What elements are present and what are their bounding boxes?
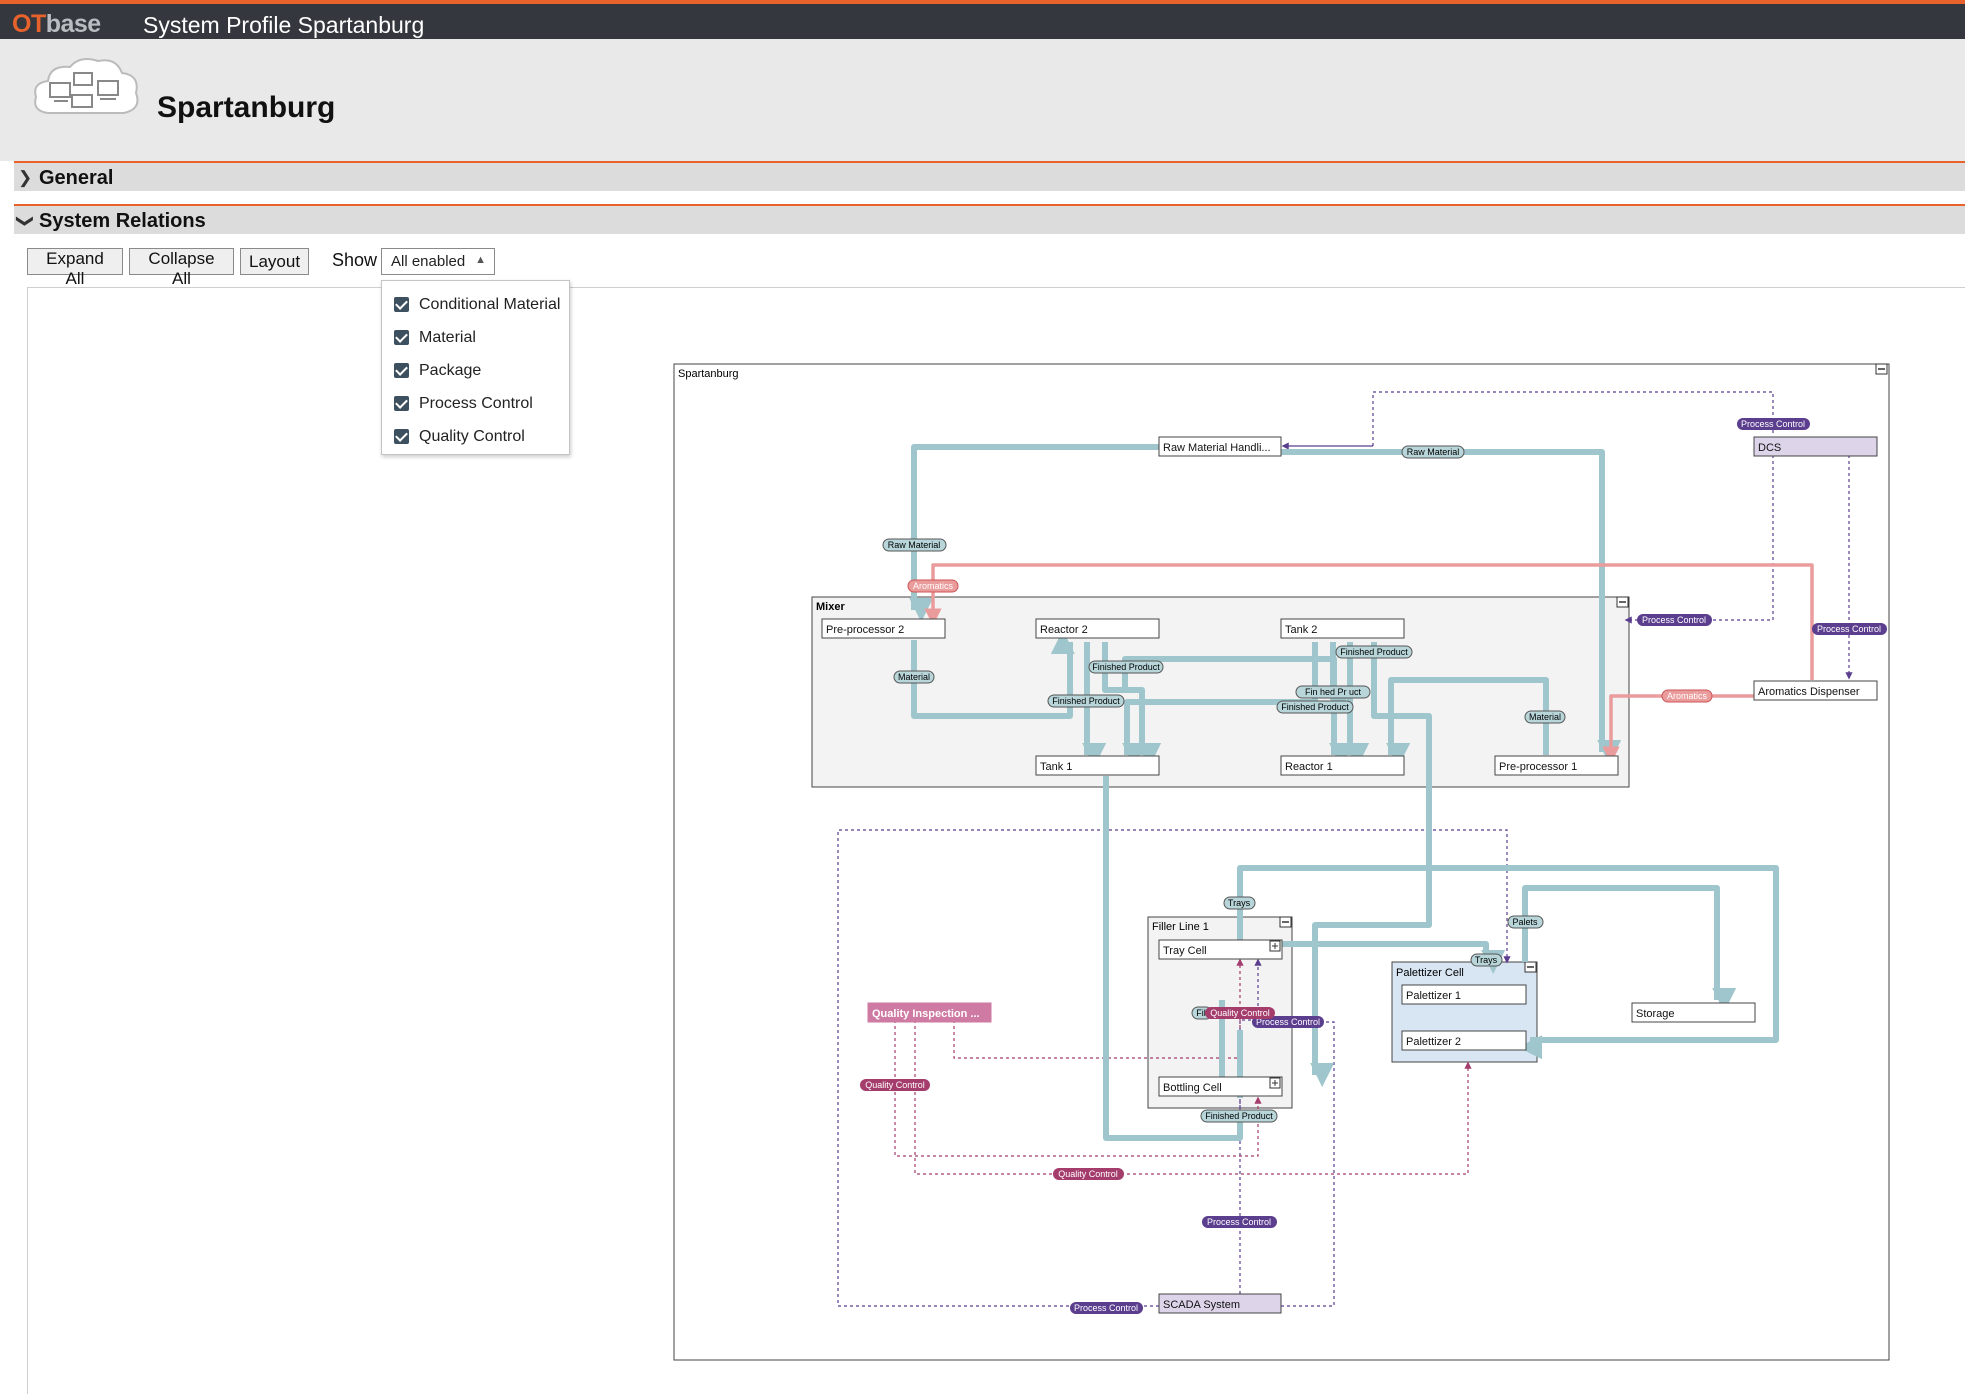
edge-label-aromatics: Aromatics [1667, 691, 1708, 701]
expand-icon[interactable] [1270, 1078, 1280, 1088]
root-container[interactable] [674, 364, 1889, 1360]
node-label: Quality Inspection ... [872, 1008, 980, 1020]
edge-label-finished-product: Fin hed Pr uct [1305, 687, 1362, 697]
edge-label-finished-product: Finished Product [1205, 1111, 1273, 1121]
node-label: Pre-processor 2 [826, 624, 904, 636]
node-label: SCADA System [1163, 1299, 1240, 1311]
edge-label-palets: Palets [1512, 917, 1538, 927]
checkbox-checked-icon[interactable] [394, 297, 409, 312]
node-label: Reactor 2 [1040, 624, 1088, 636]
expand-icon[interactable] [1270, 941, 1280, 951]
edge-label-quality-control: Quality Control [1058, 1169, 1118, 1179]
edge-label-aromatics: Aromatics [913, 581, 954, 591]
node-label: Aromatics Dispenser [1758, 686, 1860, 698]
collapse-icon[interactable] [1525, 962, 1536, 972]
node-label: Storage [1636, 1008, 1675, 1020]
edge-label-trays: Trays [1475, 955, 1498, 965]
edge-label-trays: Trays [1228, 898, 1251, 908]
collapse-icon[interactable] [1280, 917, 1291, 927]
collapse-icon[interactable] [1617, 597, 1628, 607]
node-label: Raw Material Handli... [1163, 442, 1271, 454]
root-label: Spartanburg [678, 368, 739, 380]
edge-label-process-control: Process Control [1642, 615, 1706, 625]
checkbox-checked-icon[interactable] [394, 363, 409, 378]
edge-label-quality-control: Quality Control [865, 1080, 925, 1090]
group-label: Palettizer Cell [1396, 967, 1464, 979]
edge-label-process-control: Process Control [1207, 1217, 1271, 1227]
node-label: Palettizer 1 [1406, 990, 1461, 1002]
edge-label-process-control: Process Control [1741, 419, 1805, 429]
node-label: Bottling Cell [1163, 1082, 1222, 1094]
edge-label-material: Material [1529, 712, 1561, 722]
node-label: Pre-processor 1 [1499, 761, 1577, 773]
node-label: DCS [1758, 442, 1781, 454]
edge-label-finished-product: Finished Product [1052, 696, 1120, 706]
collapse-icon[interactable] [1876, 364, 1887, 374]
group-label: Filler Line 1 [1152, 921, 1209, 933]
node-label: Reactor 1 [1285, 761, 1333, 773]
node-label: Palettizer 2 [1406, 1036, 1461, 1048]
checkbox-checked-icon[interactable] [394, 330, 409, 345]
node-label: Tray Cell [1163, 945, 1207, 957]
edge-label-process-control: Process Control [1074, 1303, 1138, 1313]
group-label: Mixer [816, 601, 845, 613]
edge-label-quality-control: Quality Control [1210, 1008, 1270, 1018]
edge-label-raw-material: Raw Material [1407, 447, 1460, 457]
node-label: Tank 2 [1285, 624, 1317, 636]
edge-label-process-control: Process Control [1817, 624, 1881, 634]
edge-label-finished-product: Finished Product [1281, 702, 1349, 712]
edge-label-finished-product: Finished Product [1092, 662, 1160, 672]
checkbox-checked-icon[interactable] [394, 396, 409, 411]
edge-label-material: Material [898, 672, 930, 682]
checkbox-checked-icon[interactable] [394, 429, 409, 444]
edge-label-finished-product: Finished Product [1340, 647, 1408, 657]
show-filter-dropdown: Conditional Material Material Package Pr… [381, 280, 570, 455]
node-label: Tank 1 [1040, 761, 1072, 773]
edge-label-raw-material: Raw Material [888, 540, 941, 550]
